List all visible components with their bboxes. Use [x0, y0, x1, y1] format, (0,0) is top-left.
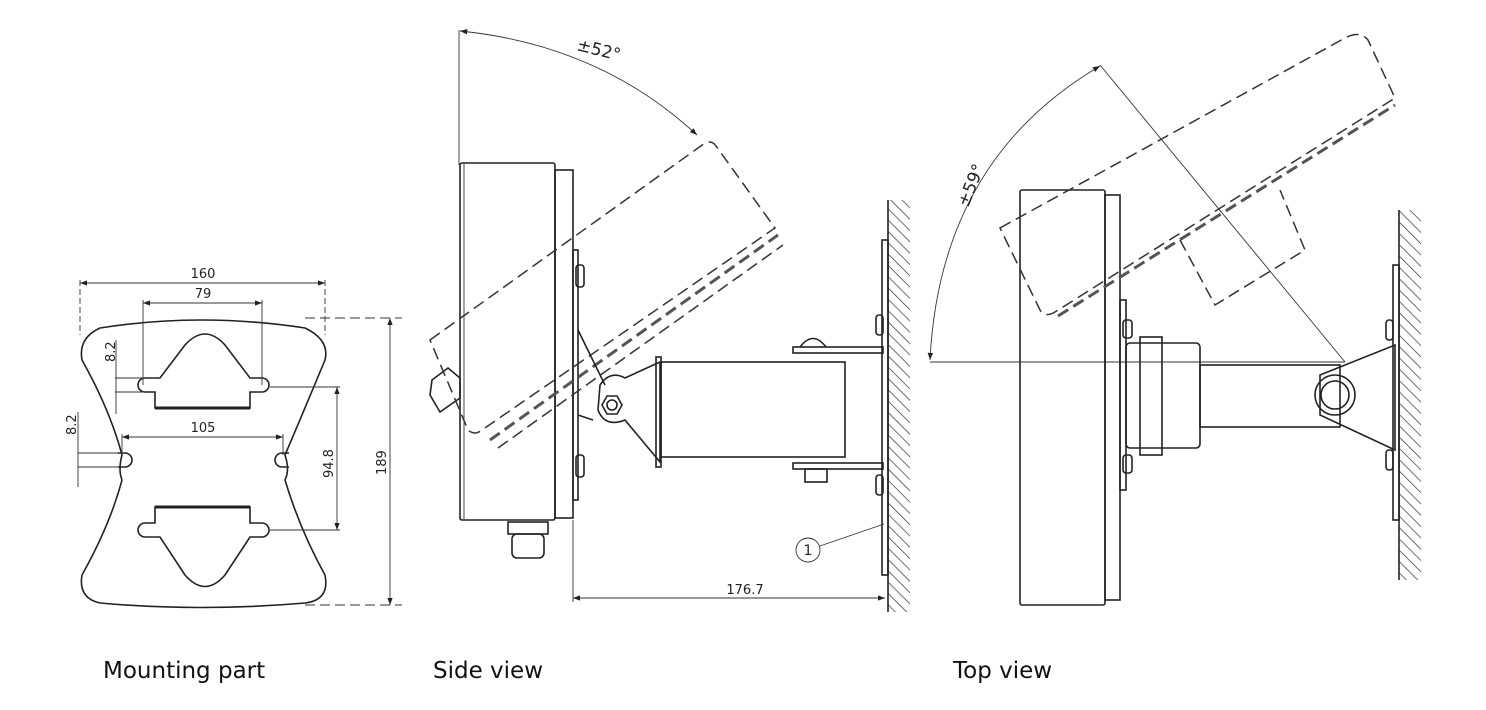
caption-mounting-part: Mounting part: [103, 658, 266, 684]
dim-slot-width-1: 8.2: [104, 341, 119, 362]
dim-overall-height: 189: [375, 450, 390, 475]
mounting-part-drawing: 160 79 105 8.2 8.2 94.8 189: [65, 267, 402, 609]
side-view-drawing: ±52° 1: [429, 29, 910, 612]
part-balloon-number: 1: [804, 543, 813, 559]
dim-slot-span-top: 79: [195, 287, 212, 302]
caption-top-view: Top view: [953, 658, 1053, 684]
indicator-housing-side: [459, 162, 556, 521]
caption-side-view: Side view: [433, 658, 544, 684]
indicator-housing-top: [1019, 189, 1106, 606]
dim-slot-width-2: 8.2: [65, 414, 80, 435]
top-swivel-angle: ±59°: [954, 161, 989, 210]
part-balloon: [795, 537, 821, 563]
dim-slot-vertical: 94.8: [322, 449, 337, 478]
mounting-plate-outline: [80, 319, 327, 609]
top-view-drawing: ±59°: [927, 33, 1421, 606]
top-arm: [1199, 364, 1341, 428]
dim-overall-width: 160: [191, 267, 216, 282]
side-arm: [660, 361, 846, 458]
dim-projection: 176.7: [726, 583, 763, 598]
dim-slot-span-mid: 105: [191, 421, 216, 436]
